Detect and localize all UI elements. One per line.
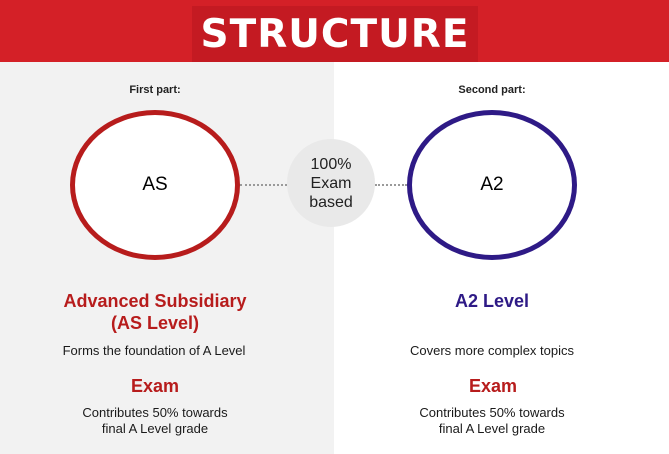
a2-circle: A2 <box>407 110 577 260</box>
a2-level-title: A2 Level <box>362 290 622 312</box>
a2-circle-label: A2 <box>480 174 504 195</box>
as-contribution-line-2: final A Level grade <box>101 421 209 436</box>
as-contribution: Contributes 50% towards final A Level gr… <box>25 405 285 437</box>
second-part-label: Second part: <box>458 84 526 96</box>
as-circle-label: AS <box>142 174 168 195</box>
as-description: Forms the foundation of A Level <box>62 343 246 358</box>
as-circle: AS <box>70 110 240 260</box>
as-title-line-1: Advanced Subsidiary <box>63 291 247 311</box>
as-contribution-line-1: Contributes 50% towards <box>82 405 228 420</box>
a2-contribution-line-1: Contributes 50% towards <box>419 405 565 420</box>
bubble-line-3: based <box>309 193 353 211</box>
a2-title-line-1: A2 Level <box>454 291 530 311</box>
left-connector <box>240 184 287 186</box>
bubble-line-1: 100% <box>310 155 352 173</box>
as-level-title: Advanced Subsidiary (AS Level) <box>25 290 285 334</box>
page-title: STRUCTURE <box>192 6 478 62</box>
right-connector <box>375 184 407 186</box>
a2-contribution-line-2: final A Level grade <box>438 421 546 436</box>
as-exam-heading: Exam <box>130 376 180 396</box>
as-title-line-2: (AS Level) <box>110 313 200 333</box>
first-part-label: First part: <box>129 84 181 96</box>
header-band: STRUCTURE <box>0 0 669 62</box>
a2-description: Covers more complex topics <box>410 343 574 358</box>
a2-exam-heading: Exam <box>468 376 518 396</box>
a2-contribution: Contributes 50% towards final A Level gr… <box>362 405 622 437</box>
exam-based-bubble: 100% Exam based <box>287 139 375 227</box>
bubble-line-2: Exam <box>310 174 352 192</box>
